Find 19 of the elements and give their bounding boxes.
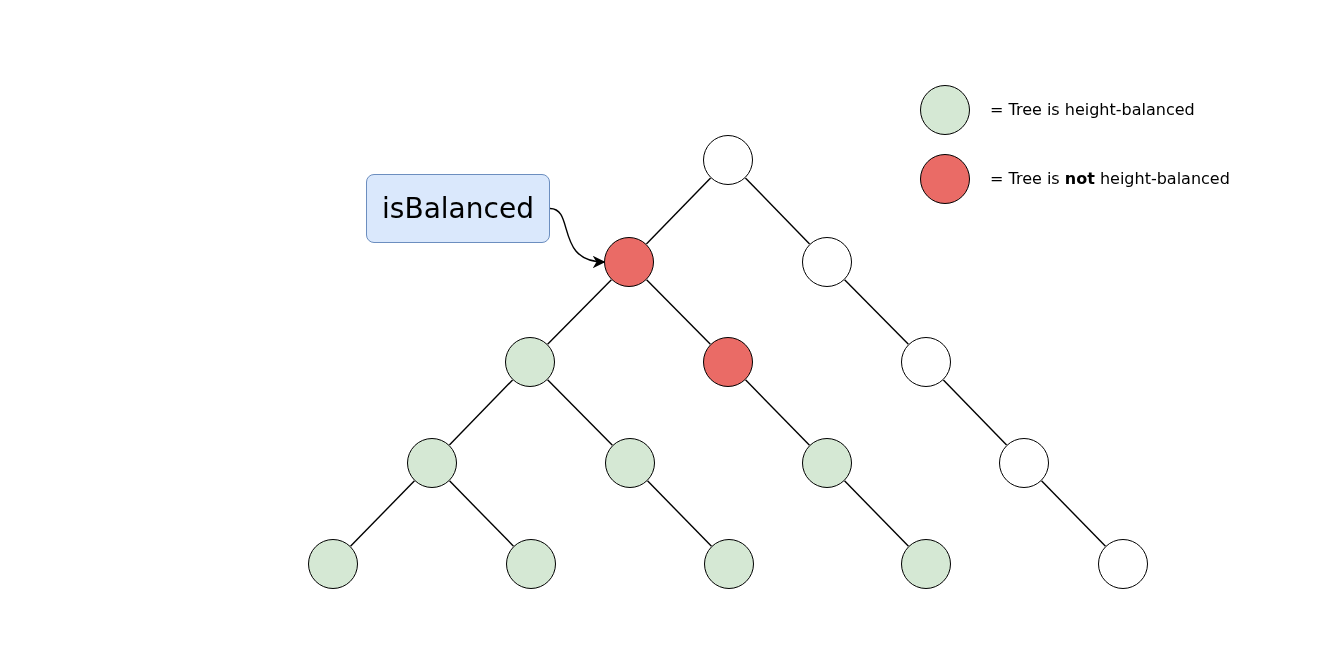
tree-edge [546, 379, 614, 446]
tree-edge [645, 177, 712, 245]
legend-text: = Tree is height-balanced [990, 99, 1195, 121]
callout-box [366, 174, 550, 243]
tree-edge [448, 480, 515, 547]
tree-edge [448, 379, 514, 446]
callout-text: isBalanced [382, 190, 534, 227]
tree-edge [744, 379, 811, 446]
legend-text: = Tree is not height-balanced [990, 168, 1230, 190]
tree-edge [646, 480, 713, 547]
tree-edge [843, 480, 910, 547]
tree-edge [942, 379, 1008, 446]
tree-edge [349, 480, 416, 547]
tree-edge [645, 279, 712, 345]
tree-edge [843, 279, 910, 345]
arrow [549, 207, 606, 268]
tree-edge [546, 279, 613, 345]
tree-edge [744, 177, 811, 245]
tree-edge [1040, 480, 1107, 547]
